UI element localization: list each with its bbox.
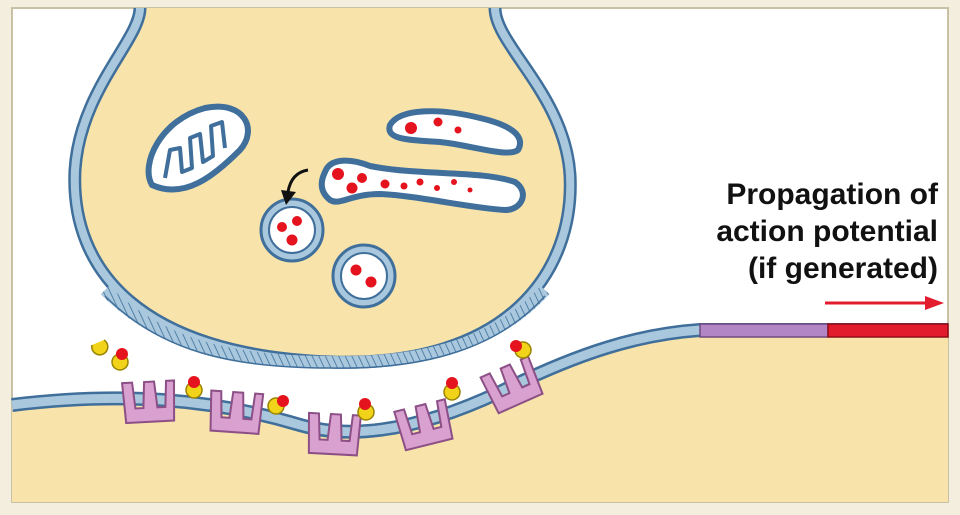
caption-line-3: (if generated) [747, 252, 938, 285]
ion-channel-receptor-icon [120, 379, 176, 425]
presynaptic-active-zone [100, 285, 550, 369]
synaptic-vesicle-icon [259, 197, 325, 263]
ion-channel-receptor-icon [393, 398, 454, 452]
ligand-bound-neurotransmitter [111, 348, 129, 371]
ligand-bound-neurotransmitter [357, 398, 375, 421]
ligand-bound-neurotransmitter [267, 395, 289, 415]
ion-channel-receptor-icon [479, 355, 544, 415]
action-potential-segment [827, 323, 949, 338]
ligand-free [91, 339, 109, 356]
postsynaptic-cytoplasm [12, 330, 948, 502]
depolarized-segment [699, 323, 829, 338]
propagation-caption: Propagation of action potential (if gene… [648, 176, 938, 287]
ion-channel-receptor-icon [307, 411, 363, 457]
ligand-bound-neurotransmitter [510, 340, 532, 359]
er-tube-upper [386, 108, 524, 156]
mitochondrion-icon [145, 103, 251, 193]
ligand-bound-neurotransmitter [185, 376, 203, 399]
vesicle-formation-arrow-icon [281, 168, 309, 205]
caption-line-2: action potential [716, 215, 938, 248]
er-tube-lower [318, 157, 526, 214]
ion-channel-receptor-icon [209, 389, 265, 435]
ligand-bound-neurotransmitter [443, 377, 461, 401]
synaptic-vesicle-icon [331, 243, 397, 309]
propagation-arrow-icon [825, 296, 944, 310]
active-zone-edge [104, 295, 546, 369]
caption-line-1: Propagation of [726, 178, 938, 211]
